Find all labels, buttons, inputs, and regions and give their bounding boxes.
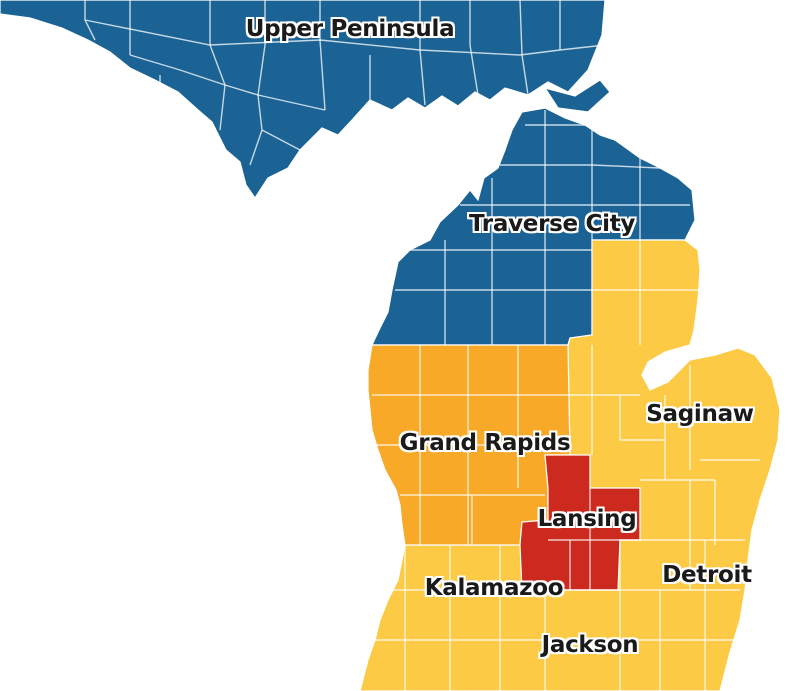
label-saginaw: Saginaw (646, 401, 754, 427)
label-traverse-city: Traverse City (468, 211, 636, 237)
label-detroit: Detroit (662, 562, 752, 588)
island-region (543, 79, 611, 113)
label-upper-peninsula: Upper Peninsula (245, 16, 455, 42)
county-lines (84, 0, 760, 691)
label-lansing: Lansing (537, 506, 637, 532)
label-jackson: Jackson (541, 632, 639, 658)
label-grand-rapids: Grand Rapids (399, 430, 571, 456)
northern-lower-region[interactable] (371, 107, 696, 346)
label-kalamazoo: Kalamazoo (424, 575, 564, 601)
